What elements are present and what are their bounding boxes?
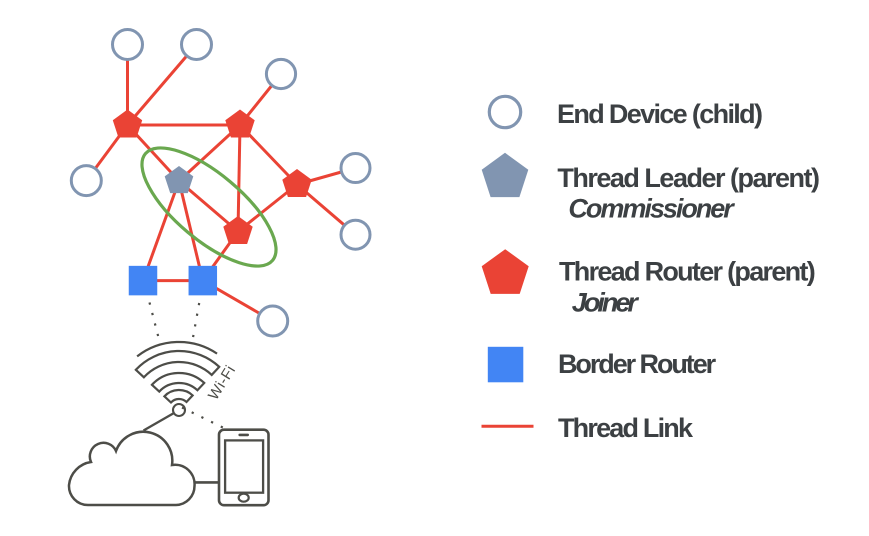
svg-text:Thread Link: Thread Link <box>558 413 694 443</box>
svg-text:Joiner: Joiner <box>572 288 640 318</box>
svg-text:Border Router: Border Router <box>558 349 717 379</box>
svg-text:Commissioner: Commissioner <box>568 194 735 224</box>
svg-text:End Device (child): End Device (child) <box>557 99 763 129</box>
svg-text:Thread Router (parent): Thread Router (parent) <box>559 257 816 287</box>
svg-text:Thread Leader (parent): Thread Leader (parent) <box>557 163 820 193</box>
